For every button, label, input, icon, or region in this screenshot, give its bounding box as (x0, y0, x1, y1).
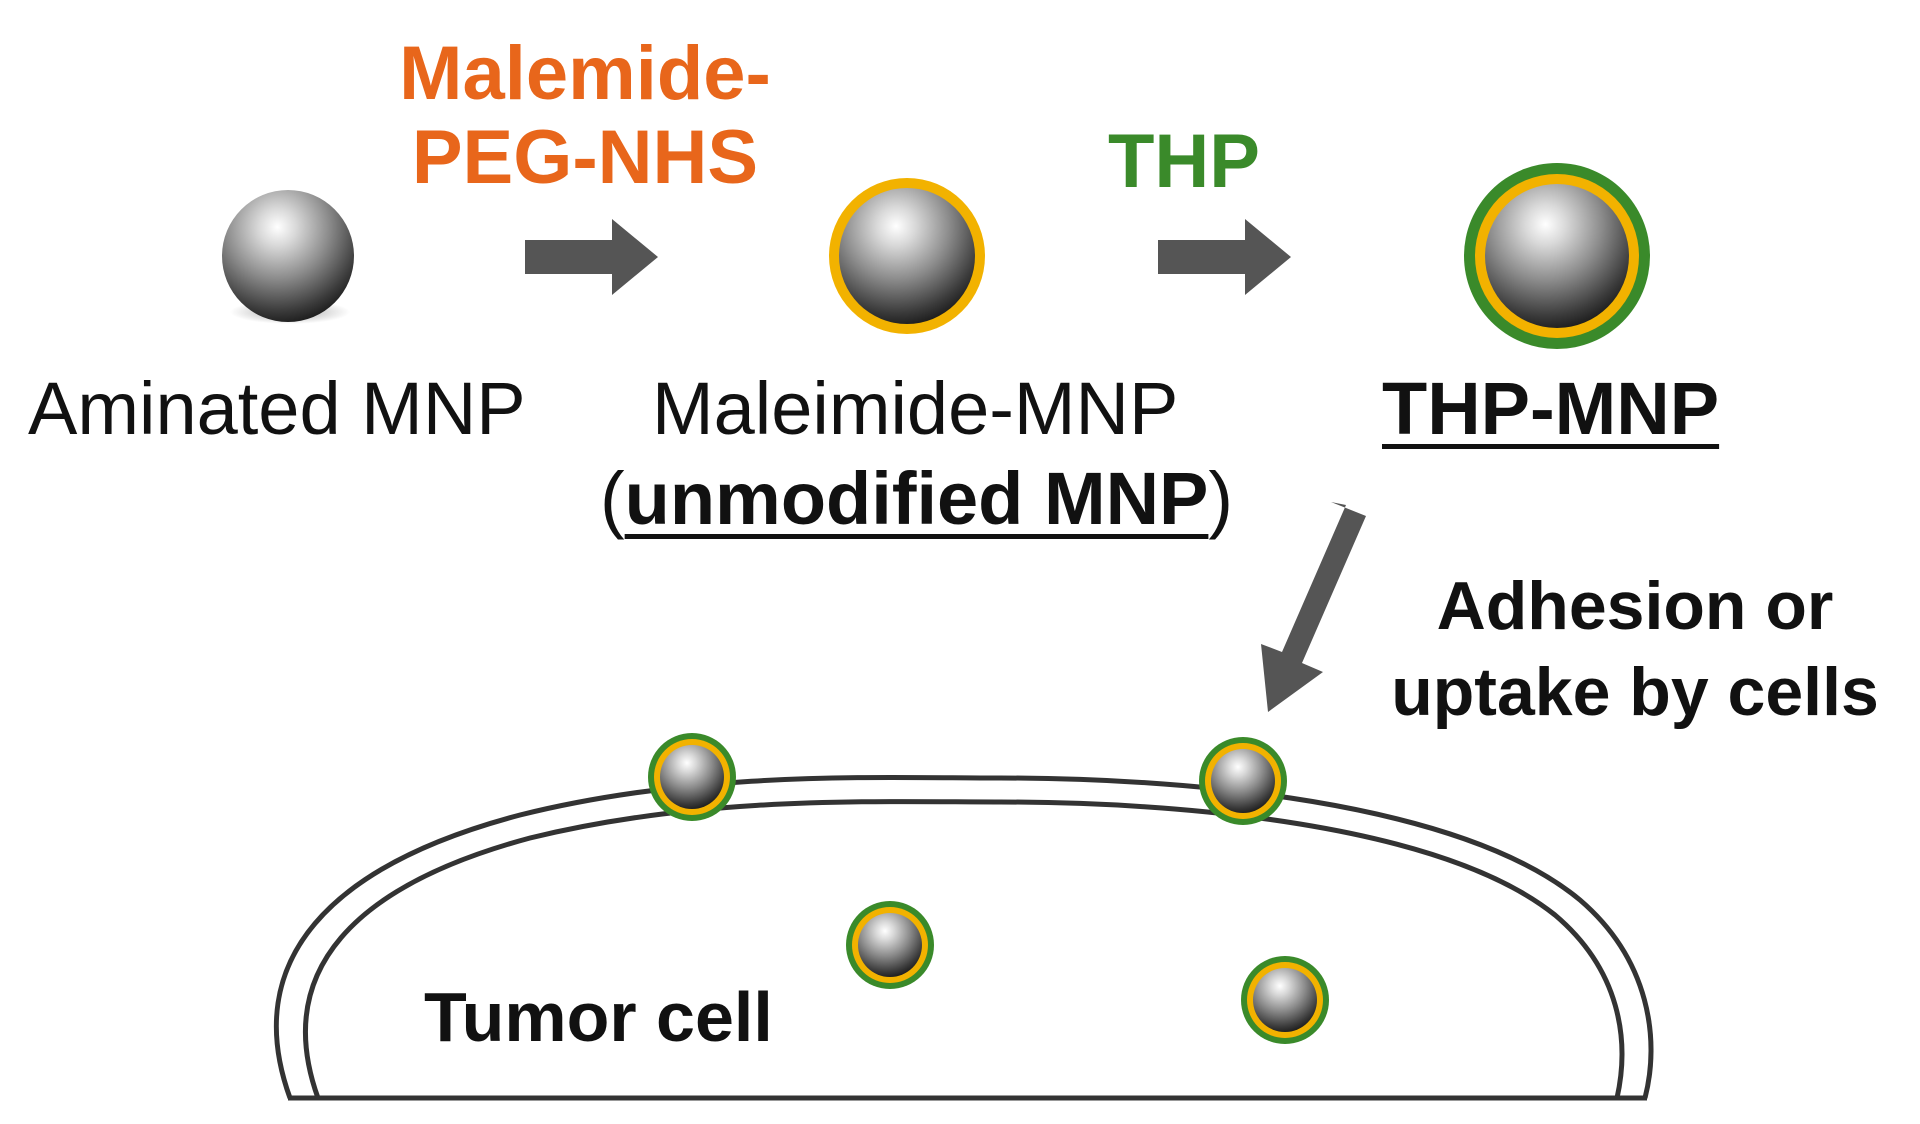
step-line-1: Adhesion or (1436, 568, 1834, 644)
small-thp-mnp-2 (1199, 737, 1287, 825)
maleimide-mnp-particle (829, 178, 985, 334)
reagent-maleimide-peg-nhs: Malemide- PEG-NHS (390, 36, 780, 196)
arrow-step-1 (525, 219, 658, 295)
tumor-cell-membrane (273, 774, 1654, 1101)
arrow-to-cell (1261, 502, 1366, 712)
reagent-line-1: Malemide- (399, 31, 771, 116)
small-thp-mnp-3 (846, 901, 934, 989)
small-thp-mnp-1 (648, 733, 736, 821)
step-line-2: uptake by cells (1391, 654, 1879, 730)
aminated-mnp-particle (222, 190, 354, 324)
thp-mnp-particle (1464, 163, 1650, 349)
arrow-step-2 (1158, 219, 1291, 295)
label-maleimide-mnp: Maleimide-MNP (652, 367, 1179, 450)
label-thp-mnp: THP-MNP (1382, 367, 1720, 450)
reagent-thp: THP (1108, 119, 1260, 204)
label-unmodified-mnp: (unmodified MNP) (600, 462, 1233, 536)
label-tumor-cell: Tumor cell (424, 978, 773, 1056)
unmodified-mnp-note: unmodified MNP (624, 457, 1209, 540)
small-thp-mnp-4 (1241, 956, 1329, 1044)
label-aminated-mnp: Aminated MNP (28, 367, 526, 450)
paren-close: ) (1208, 457, 1234, 540)
reagent-line-2: PEG-NHS (411, 115, 759, 200)
paren-open: ( (600, 457, 625, 540)
label-adhesion-uptake: Adhesion or uptake by cells (1360, 572, 1910, 726)
